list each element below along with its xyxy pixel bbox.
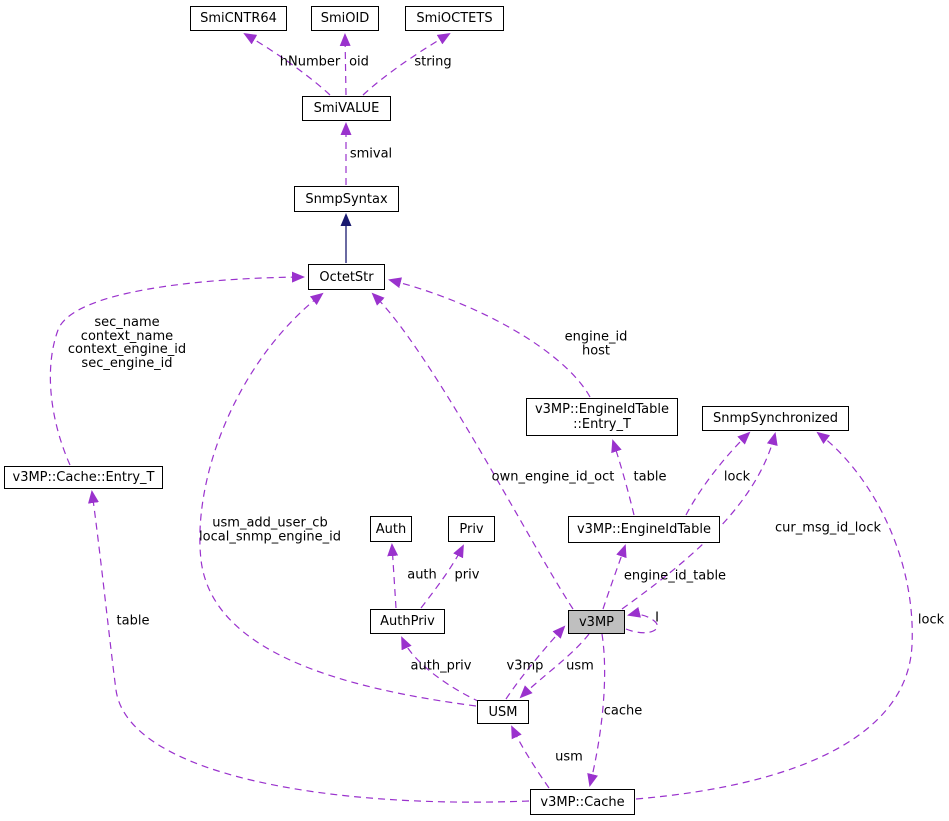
edge-usm-authpriv xyxy=(401,636,481,703)
edge-label-hnumber: hNumber xyxy=(279,54,341,70)
edge-label-cur-msg-id-lock: cur_msg_id_lock xyxy=(774,520,882,536)
edge-label-oid: oid xyxy=(349,54,369,70)
edge-label-auth-priv: auth_priv xyxy=(410,658,472,674)
edge-label-usm-add-user-cb-group: usm_add_user_cb local_snmp_engine_id xyxy=(199,515,341,544)
node-engineidtable-entry-t[interactable]: v3MP::EngineIdTable ::Entry_T xyxy=(526,398,678,436)
edge-label-string: string xyxy=(414,54,452,70)
node-smivalue[interactable]: SmiVALUE xyxy=(302,96,391,121)
edge-cacheentryt-octetstr xyxy=(49,271,305,466)
edge-label-cache: cache xyxy=(603,703,643,719)
edge-v3mp-octetstr xyxy=(371,292,574,610)
edge-label-auth: auth xyxy=(407,567,437,583)
edge-v3mp-cache xyxy=(587,633,606,787)
edge-label-usm-lower: usm xyxy=(555,749,583,765)
edge-label-smival: smival xyxy=(349,146,393,162)
node-engineidtable[interactable]: v3MP::EngineIdTable xyxy=(568,516,720,543)
edge-label-own-engine-id-oct: own_engine_id_oct xyxy=(491,469,615,485)
node-smicntr64[interactable]: SmiCNTR64 xyxy=(190,6,287,31)
edge-smivalue-smioid xyxy=(339,33,351,96)
edge-cache-snmpsync xyxy=(635,431,913,800)
edge-engineidtable-entryt xyxy=(611,439,635,516)
edge-label-lock-right: lock xyxy=(917,612,945,628)
edge-smivalue-smicntr64 xyxy=(243,32,331,96)
edge-label-self-loop-i: I xyxy=(655,610,659,626)
node-cache-entry-t[interactable]: v3MP::Cache::Entry_T xyxy=(4,466,163,489)
node-octetstr[interactable]: OctetStr xyxy=(308,264,385,290)
edge-label-sec-name-group: sec_name context_name context_engine_id … xyxy=(67,315,187,371)
node-v3mp-cache[interactable]: v3MP::Cache xyxy=(530,789,635,815)
edge-authpriv-priv xyxy=(420,544,464,609)
edge-label-priv: priv xyxy=(454,567,480,583)
edge-cache-cacheentryt xyxy=(88,490,530,803)
edge-label-engine-id-table: engine_id_table xyxy=(623,568,727,584)
edge-label-lock-upper: lock xyxy=(723,469,751,485)
edge-v3mp-usm xyxy=(519,633,590,699)
edge-cache-usm xyxy=(511,725,550,789)
edge-label-engine-id-host: engine_id host xyxy=(564,329,628,358)
edge-v3mp-engineidtable xyxy=(602,544,627,610)
edge-authpriv-auth xyxy=(387,543,399,609)
edge-smivalue-smioctets xyxy=(362,32,451,96)
edge-label-table-left: table xyxy=(116,613,150,629)
node-usm[interactable]: USM xyxy=(477,700,529,724)
node-v3mp[interactable]: v3MP xyxy=(568,610,625,634)
edge-label-usm-mid: usm xyxy=(566,658,594,674)
node-snmpsynchronized[interactable]: SnmpSynchronized xyxy=(702,406,849,431)
node-priv[interactable]: Priv xyxy=(448,516,495,542)
node-authpriv[interactable]: AuthPriv xyxy=(370,609,445,634)
edge-engineidtable-snmpsync xyxy=(685,431,751,516)
edge-label-table-upper: table xyxy=(633,469,667,485)
edge-label-v3mp: v3mp xyxy=(506,658,544,674)
node-smioctets[interactable]: SmiOCTETS xyxy=(405,6,504,31)
edge-engineidentryt-octetstr xyxy=(388,277,591,398)
node-snmpsyntax[interactable]: SnmpSyntax xyxy=(294,186,399,212)
edge-usm-octetstr xyxy=(199,292,477,707)
node-smioid[interactable]: SmiOID xyxy=(311,6,379,31)
node-auth[interactable]: Auth xyxy=(370,516,412,542)
edge-v3mp-self-loop xyxy=(625,607,658,634)
